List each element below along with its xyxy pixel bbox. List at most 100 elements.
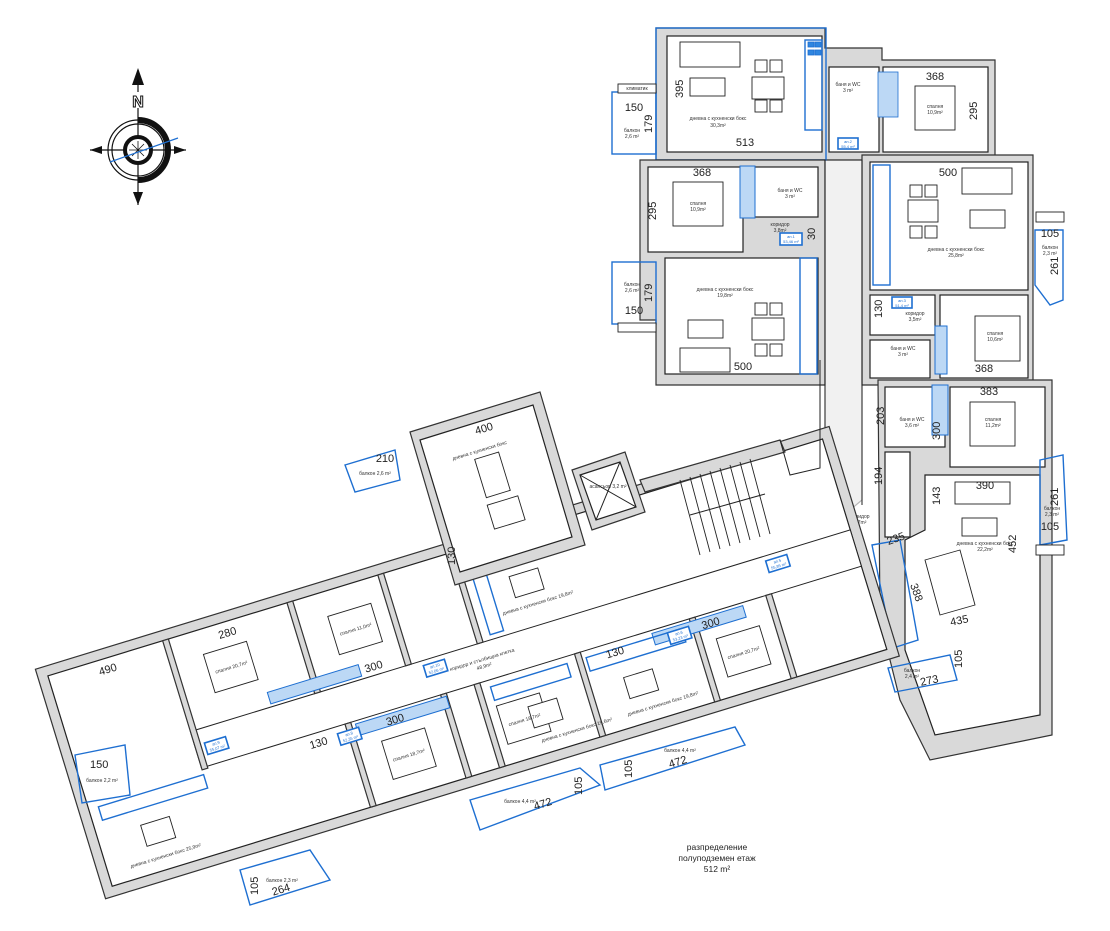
svg-text:51,4 m²: 51,4 m² — [895, 303, 909, 308]
room-label-ap4-balcony-1: балкон — [1044, 506, 1060, 512]
apartment-tag-ap9 — [203, 735, 230, 756]
svg-text:11,2m²: 11,2m² — [985, 423, 1001, 429]
svg-text:48,9m²: 48,9m² — [476, 662, 493, 672]
svg-text:10,9m²: 10,9m² — [690, 207, 706, 213]
svg-text:2,4 m²: 2,4 m² — [905, 674, 920, 680]
apartment-tag-ap8 — [336, 726, 364, 747]
svg-text:10,9m²: 10,9m² — [927, 110, 943, 116]
dimension: 300 — [931, 422, 943, 440]
room-label-ap1-bath: баня и WC — [778, 188, 803, 194]
svg-text:ап.5: ап.5 — [773, 557, 783, 564]
room-label-ap4-bath: баня и WC — [900, 417, 925, 423]
dimension: 395 — [674, 80, 686, 98]
apartment-1: спалня 10,9m² баня и WC 3 m² коридор 3,8… — [611, 159, 826, 386]
dimension: 261 — [1049, 257, 1061, 275]
compass-rose-icon: N — [90, 68, 186, 205]
dimension: 105 — [249, 877, 261, 895]
dimension: 452 — [1007, 535, 1019, 553]
dimension: 105 — [623, 760, 635, 778]
dimension: 472 — [532, 796, 553, 813]
apartment-tag-ap6 — [666, 625, 693, 646]
svg-text:3 m²: 3 m² — [898, 352, 908, 358]
room-label-ap2-bed: спалня — [927, 104, 944, 110]
dimension: 203 — [875, 407, 887, 425]
room-label-ap4-bed: спалня — [985, 417, 1002, 423]
apartment-tag-ap3 — [891, 296, 913, 309]
dimension: 179 — [643, 115, 655, 133]
dimension: 105 — [953, 650, 965, 668]
ac-label: климатик — [626, 86, 648, 92]
room-label-ap1-balcony: балкон — [624, 282, 640, 288]
lower-wing: коридор и стълбищна клетка 48,9m² — [34, 425, 901, 900]
svg-text:55,07 m²: 55,07 m² — [209, 743, 226, 753]
svg-text:ап.10: ап.10 — [429, 662, 441, 670]
room-label-ap3-bed: спалня — [987, 331, 1004, 337]
dimension: 143 — [931, 487, 943, 505]
svg-text:ап.6: ап.6 — [674, 629, 684, 636]
svg-text:2,6 m²: 2,6 m² — [625, 134, 640, 140]
apartment-10-living: 400 130 дневна с кухненски бокс — [409, 391, 586, 586]
svg-text:10,6m²: 10,6m² — [987, 337, 1003, 343]
dimension: 150 — [90, 759, 108, 771]
dimension: 368 — [926, 71, 944, 83]
room-label-ap1-corridor: коридор — [770, 222, 789, 228]
dimension: 150 — [625, 102, 643, 114]
svg-text:55,85 m²: 55,85 m² — [770, 561, 787, 571]
dimension: 261 — [1049, 488, 1061, 506]
apartment-tag-ap1 — [779, 232, 803, 246]
staircase — [639, 360, 821, 556]
caption-area: 512 m² — [703, 864, 731, 874]
svg-text:2,3 m²: 2,3 m² — [1045, 512, 1060, 518]
plan-caption: разпределение полуподземен етаж 512 m² — [652, 842, 782, 875]
dimension: 130 — [873, 300, 885, 318]
room-label-ap2-living: дневна с кухненски бокс — [690, 116, 747, 122]
svg-text:3,8m²: 3,8m² — [774, 228, 787, 234]
apartment-3: дневна с кухненски бокс 25,8m² ап.3 51,4… — [861, 154, 1065, 386]
caption-line-2: полуподземен етаж — [678, 853, 756, 863]
dimension: 388 — [907, 582, 925, 603]
dimension: 273 — [919, 673, 939, 689]
svg-text:ап.1: ап.1 — [787, 234, 796, 239]
svg-text:3 m²: 3 m² — [843, 88, 853, 94]
svg-text:22,2m²: 22,2m² — [977, 547, 993, 553]
room-label-ap2-bath: баня и WC — [836, 82, 861, 88]
dimension: 295 — [647, 202, 659, 220]
dimension: 400 — [474, 421, 495, 438]
dimension: 472 — [667, 754, 688, 771]
dimension: 30 — [806, 228, 818, 240]
svg-text:3 m²: 3 m² — [785, 194, 795, 200]
room-label-ap6-balcony: балкон 4,4 m² — [664, 748, 696, 754]
dimension: 300 — [700, 615, 721, 632]
svg-text:2,3 m²: 2,3 m² — [1043, 251, 1058, 257]
svg-text:ап.8: ап.8 — [345, 730, 355, 737]
elevator: асансьор 3,2 m² — [571, 451, 646, 531]
svg-text:3,5m²: 3,5m² — [909, 317, 922, 323]
room-label-ap4-balcony-2: балкон — [904, 668, 920, 674]
dimension: 130 — [446, 547, 458, 565]
room-label-ap1-living: дневна с кухненски бокс — [697, 287, 754, 293]
apartment-4: спалня 11,2m² баня и WC 3,6 m² дневна с … — [850, 379, 1068, 761]
dimension: 490 — [97, 662, 118, 679]
svg-text:ап.9: ап.9 — [211, 739, 221, 746]
dimension: 105 — [1041, 521, 1059, 533]
svg-text:52,35 m²: 52,35 m² — [342, 734, 359, 744]
dimension: 280 — [217, 625, 238, 642]
dimension: 105 — [573, 777, 585, 795]
dimension: 435 — [949, 613, 969, 629]
apartment-tag-ap5 — [764, 553, 792, 574]
caption-line-1: разпределение — [686, 842, 748, 852]
dimension: 500 — [734, 361, 752, 373]
apartment-tag-ap10 — [422, 658, 449, 679]
dimension: 513 — [736, 137, 754, 149]
svg-text:25,8m²: 25,8m² — [948, 253, 964, 259]
room-label-ap8-balcony: балкон 2,3 m² — [266, 878, 298, 884]
svg-text:ап.2: ап.2 — [844, 139, 853, 144]
dimension: 150 — [625, 305, 643, 317]
dimension: 194 — [873, 467, 885, 485]
svg-text:53,46 m²: 53,46 m² — [783, 239, 799, 244]
room-label-ap4-living: дневна с кухненски бокс — [957, 541, 1014, 547]
lower-balconies: балкон 2,2 m² 150 балкон 2,3 m² 264 105 … — [74, 449, 747, 906]
north-label: N — [132, 94, 144, 111]
svg-text:2,6 m²: 2,6 m² — [625, 288, 640, 294]
